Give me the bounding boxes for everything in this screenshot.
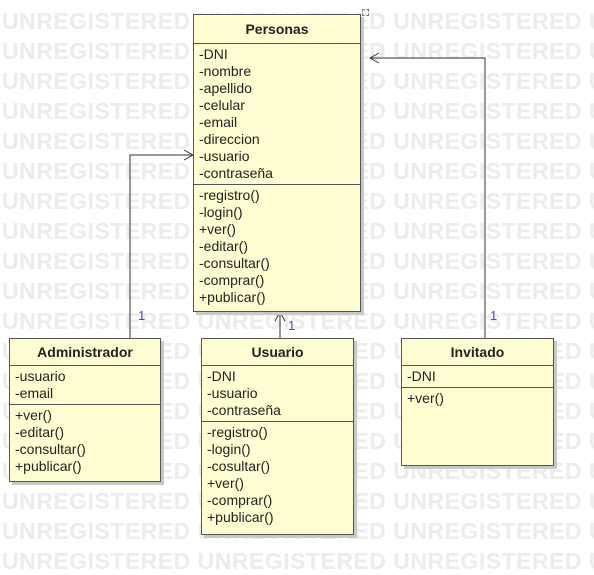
- class-invitado[interactable]: Invitado -DNI +ver(): [401, 338, 554, 466]
- attribute: -nombre: [199, 63, 252, 79]
- attribute: -DNI: [407, 368, 436, 384]
- attribute: -celular: [199, 97, 245, 113]
- class-name: Invitado: [402, 339, 553, 366]
- methods-section: +ver(): [402, 388, 553, 409]
- arrowhead-invitado: [368, 52, 380, 64]
- method: -comprar(): [199, 272, 265, 288]
- class-personas[interactable]: Personas -DNI -nombre -apellido -celular…: [193, 14, 361, 312]
- selection-handle[interactable]: [362, 9, 369, 16]
- watermark-row: UNREGISTERED UNREGISTERED UNREGISTERED U…: [2, 548, 594, 574]
- attributes-section: -usuario -email: [10, 366, 160, 405]
- method: -consultar(): [15, 441, 86, 457]
- edge-administrador-personas[interactable]: [129, 154, 193, 338]
- attributes-section: -DNI: [402, 366, 553, 388]
- attribute: -usuario: [15, 368, 66, 384]
- class-name: Administrador: [10, 339, 160, 366]
- method: +publicar(): [199, 289, 266, 305]
- method: -registro(): [199, 187, 260, 203]
- class-name: Personas: [194, 15, 360, 44]
- methods-section: -registro() -login() +ver() -editar() -c…: [194, 185, 360, 308]
- method: -cosultar(): [207, 458, 271, 474]
- method: -login(): [207, 441, 251, 457]
- watermark-row: UNREGISTERED UNREGISTERED UNREGISTERED U…: [2, 308, 594, 334]
- methods-section: -registro() -login() -cosultar() +ver() …: [202, 422, 353, 528]
- class-name: Usuario: [202, 339, 353, 366]
- methods-section: +ver() -editar() -consultar() +publicar(…: [10, 405, 160, 477]
- attribute: -DNI: [207, 368, 236, 384]
- method: -comprar(): [207, 492, 273, 508]
- method: +ver(): [207, 475, 244, 491]
- attribute: -email: [199, 114, 238, 130]
- edge-invitado-personas[interactable]: [370, 57, 486, 338]
- method: +publicar(): [207, 509, 274, 525]
- method: -login(): [199, 204, 243, 220]
- attribute: -contraseña: [207, 402, 281, 418]
- method: -registro(): [207, 424, 268, 440]
- attribute: -email: [15, 385, 54, 401]
- method: -editar(): [15, 424, 65, 440]
- method: +ver(): [407, 390, 444, 406]
- class-usuario[interactable]: Usuario -DNI -usuario -contraseña -regis…: [201, 338, 354, 535]
- attribute: -apellido: [199, 80, 252, 96]
- method: +publicar(): [15, 458, 82, 474]
- method: +ver(): [199, 221, 236, 237]
- attribute: -DNI: [199, 46, 228, 62]
- class-administrador[interactable]: Administrador -usuario -email +ver() -ed…: [9, 338, 161, 482]
- attribute: -direccion: [199, 131, 260, 147]
- multiplicity-administrador: 1: [138, 308, 146, 323]
- multiplicity-invitado: 1: [490, 308, 498, 323]
- arrowhead-usuario: [274, 310, 286, 322]
- method: -consultar(): [199, 255, 270, 271]
- attributes-section: -DNI -nombre -apellido -celular -email -…: [194, 44, 360, 185]
- method: +ver(): [15, 407, 52, 423]
- method: -editar(): [199, 238, 249, 254]
- multiplicity-usuario: 1: [288, 318, 296, 333]
- attributes-section: -DNI -usuario -contraseña: [202, 366, 353, 422]
- attribute: -usuario: [199, 148, 250, 164]
- attribute: -usuario: [207, 385, 258, 401]
- attribute: -contraseña: [199, 165, 273, 181]
